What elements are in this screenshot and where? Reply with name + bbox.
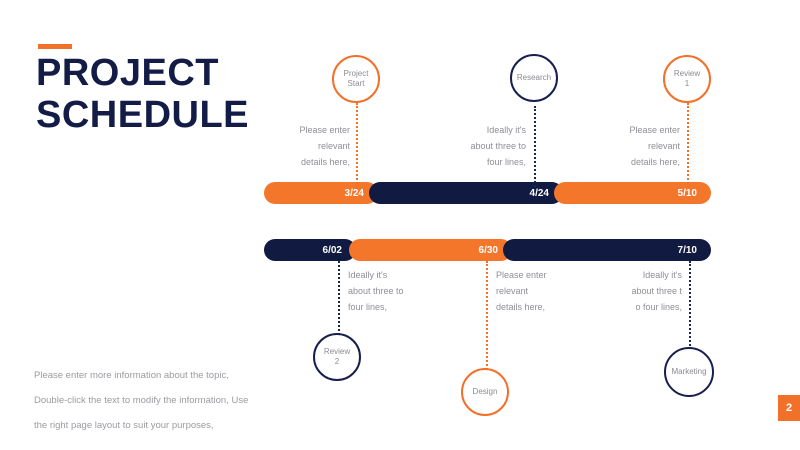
- milestone-label-review-1-line-1: Review: [673, 69, 701, 78]
- description-review-2-line-1: Ideally it's: [348, 270, 388, 280]
- description-project-start: Please enter relevant details here,: [240, 122, 350, 170]
- milestone-label-review-1-line-2: 1: [684, 79, 690, 88]
- milestone-label-research: Research: [516, 73, 552, 82]
- description-review-2-line-2: about three to: [348, 286, 404, 296]
- timeline-bar-6-30[interactable]: 6/30: [349, 239, 512, 261]
- body-note: Please enter more information about the …: [34, 363, 284, 438]
- page-title-line-2: SCHEDULE: [36, 94, 250, 136]
- timeline-bar-label-6-02: 6/02: [322, 244, 342, 256]
- timeline-bar-6-02[interactable]: 6/02: [264, 239, 356, 261]
- description-research-line-1: Ideally it's: [486, 125, 526, 135]
- timeline-bar-label-3-24: 3/24: [344, 187, 364, 199]
- timeline-bar-label-7-10: 7/10: [677, 244, 697, 256]
- milestone-node-design[interactable]: Design: [461, 368, 509, 416]
- description-review-1-line-2: relevant: [647, 141, 680, 151]
- description-review-2: Ideally it's about three to four lines,: [348, 267, 458, 315]
- body-note-line-2: Double-click the text to modify the info…: [34, 395, 249, 406]
- page-title: PROJECT SCHEDULE: [36, 52, 286, 136]
- connector-line-project-start: [356, 103, 358, 187]
- description-marketing-line-2: about three t: [631, 286, 682, 296]
- description-project-start-line-1: Please enter: [299, 125, 350, 135]
- timeline-bar-row-1: 3/24 4/24 5/10: [0, 182, 800, 204]
- milestone-node-review-1[interactable]: Review 1: [663, 55, 711, 103]
- timeline-bar-label-5-10: 5/10: [677, 187, 697, 199]
- description-project-start-line-3: details here,: [300, 157, 350, 167]
- connector-line-review-1: [687, 103, 689, 187]
- description-marketing-line-3: o four lines,: [635, 302, 682, 312]
- milestone-label-project-start-line-1: Project: [343, 69, 369, 78]
- connector-line-research: [534, 106, 536, 187]
- connector-line-design: [486, 261, 488, 373]
- connector-line-review-2: [338, 261, 340, 339]
- timeline-bar-label-4-24: 4/24: [529, 187, 549, 199]
- description-review-1-line-3: details here,: [630, 157, 680, 167]
- title-accent-dash: [38, 44, 72, 49]
- description-research-line-2: about three to: [470, 141, 526, 151]
- page-number-badge: 2: [778, 395, 800, 421]
- description-research: Ideally it's about three to four lines,: [416, 122, 526, 170]
- milestone-node-project-start[interactable]: Project Start: [332, 55, 380, 103]
- page-title-line-1: PROJECT: [36, 52, 219, 94]
- milestone-label-review-2-line-2: 2: [334, 357, 340, 366]
- connector-line-marketing: [689, 261, 691, 353]
- timeline-bar-label-6-30: 6/30: [478, 244, 498, 256]
- description-marketing: Ideally it's about three t o four lines,: [572, 267, 682, 315]
- description-marketing-line-1: Ideally it's: [642, 270, 682, 280]
- description-design-line-2: relevant: [496, 286, 529, 296]
- description-project-start-line-2: relevant: [317, 141, 350, 151]
- milestone-node-research[interactable]: Research: [510, 54, 558, 102]
- timeline-bar-3-24[interactable]: 3/24: [264, 182, 378, 204]
- milestone-label-design: Design: [472, 387, 498, 396]
- milestone-label-marketing: Marketing: [671, 367, 707, 376]
- timeline-bar-7-10[interactable]: 7/10: [503, 239, 711, 261]
- milestone-label-review-2-line-1: Review: [323, 347, 351, 356]
- description-design-line-3: details here,: [496, 302, 546, 312]
- description-review-2-line-3: four lines,: [348, 302, 388, 312]
- description-review-1-line-1: Please enter: [629, 125, 680, 135]
- timeline-bar-row-2: 6/02 6/30 7/10: [0, 239, 800, 261]
- description-research-line-3: four lines,: [486, 157, 526, 167]
- timeline-bar-5-10[interactable]: 5/10: [554, 182, 711, 204]
- description-review-1: Please enter relevant details here,: [570, 122, 680, 170]
- description-design: Please enter relevant details here,: [496, 267, 606, 315]
- description-design-line-1: Please enter: [496, 270, 547, 280]
- milestone-node-marketing[interactable]: Marketing: [664, 347, 714, 397]
- body-note-line-1: Please enter more information about the …: [34, 370, 229, 381]
- milestone-node-review-2[interactable]: Review 2: [313, 333, 361, 381]
- milestone-label-project-start-line-2: Start: [347, 79, 365, 88]
- timeline-bar-4-24[interactable]: 4/24: [369, 182, 563, 204]
- body-note-line-3: the right page layout to suit your purpo…: [34, 420, 214, 431]
